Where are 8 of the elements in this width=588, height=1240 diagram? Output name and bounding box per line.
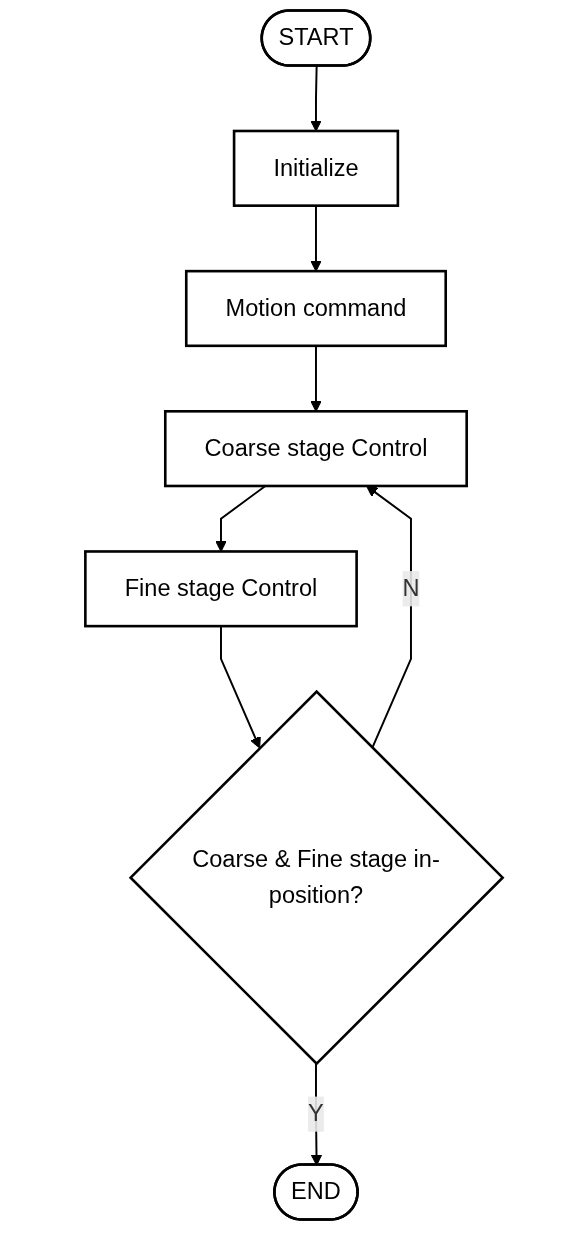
node-box: Fine stage Control bbox=[84, 550, 358, 628]
node-box: Initialize bbox=[232, 129, 400, 207]
node-box: Coarse stage Control bbox=[163, 410, 468, 488]
edge-label: Y bbox=[308, 1100, 324, 1127]
node-box: Motion command bbox=[184, 269, 447, 348]
arrow bbox=[215, 485, 267, 552]
node-diamond: Coarse & Fine stage in-position? bbox=[128, 689, 505, 1066]
edge-label: N bbox=[402, 575, 420, 602]
